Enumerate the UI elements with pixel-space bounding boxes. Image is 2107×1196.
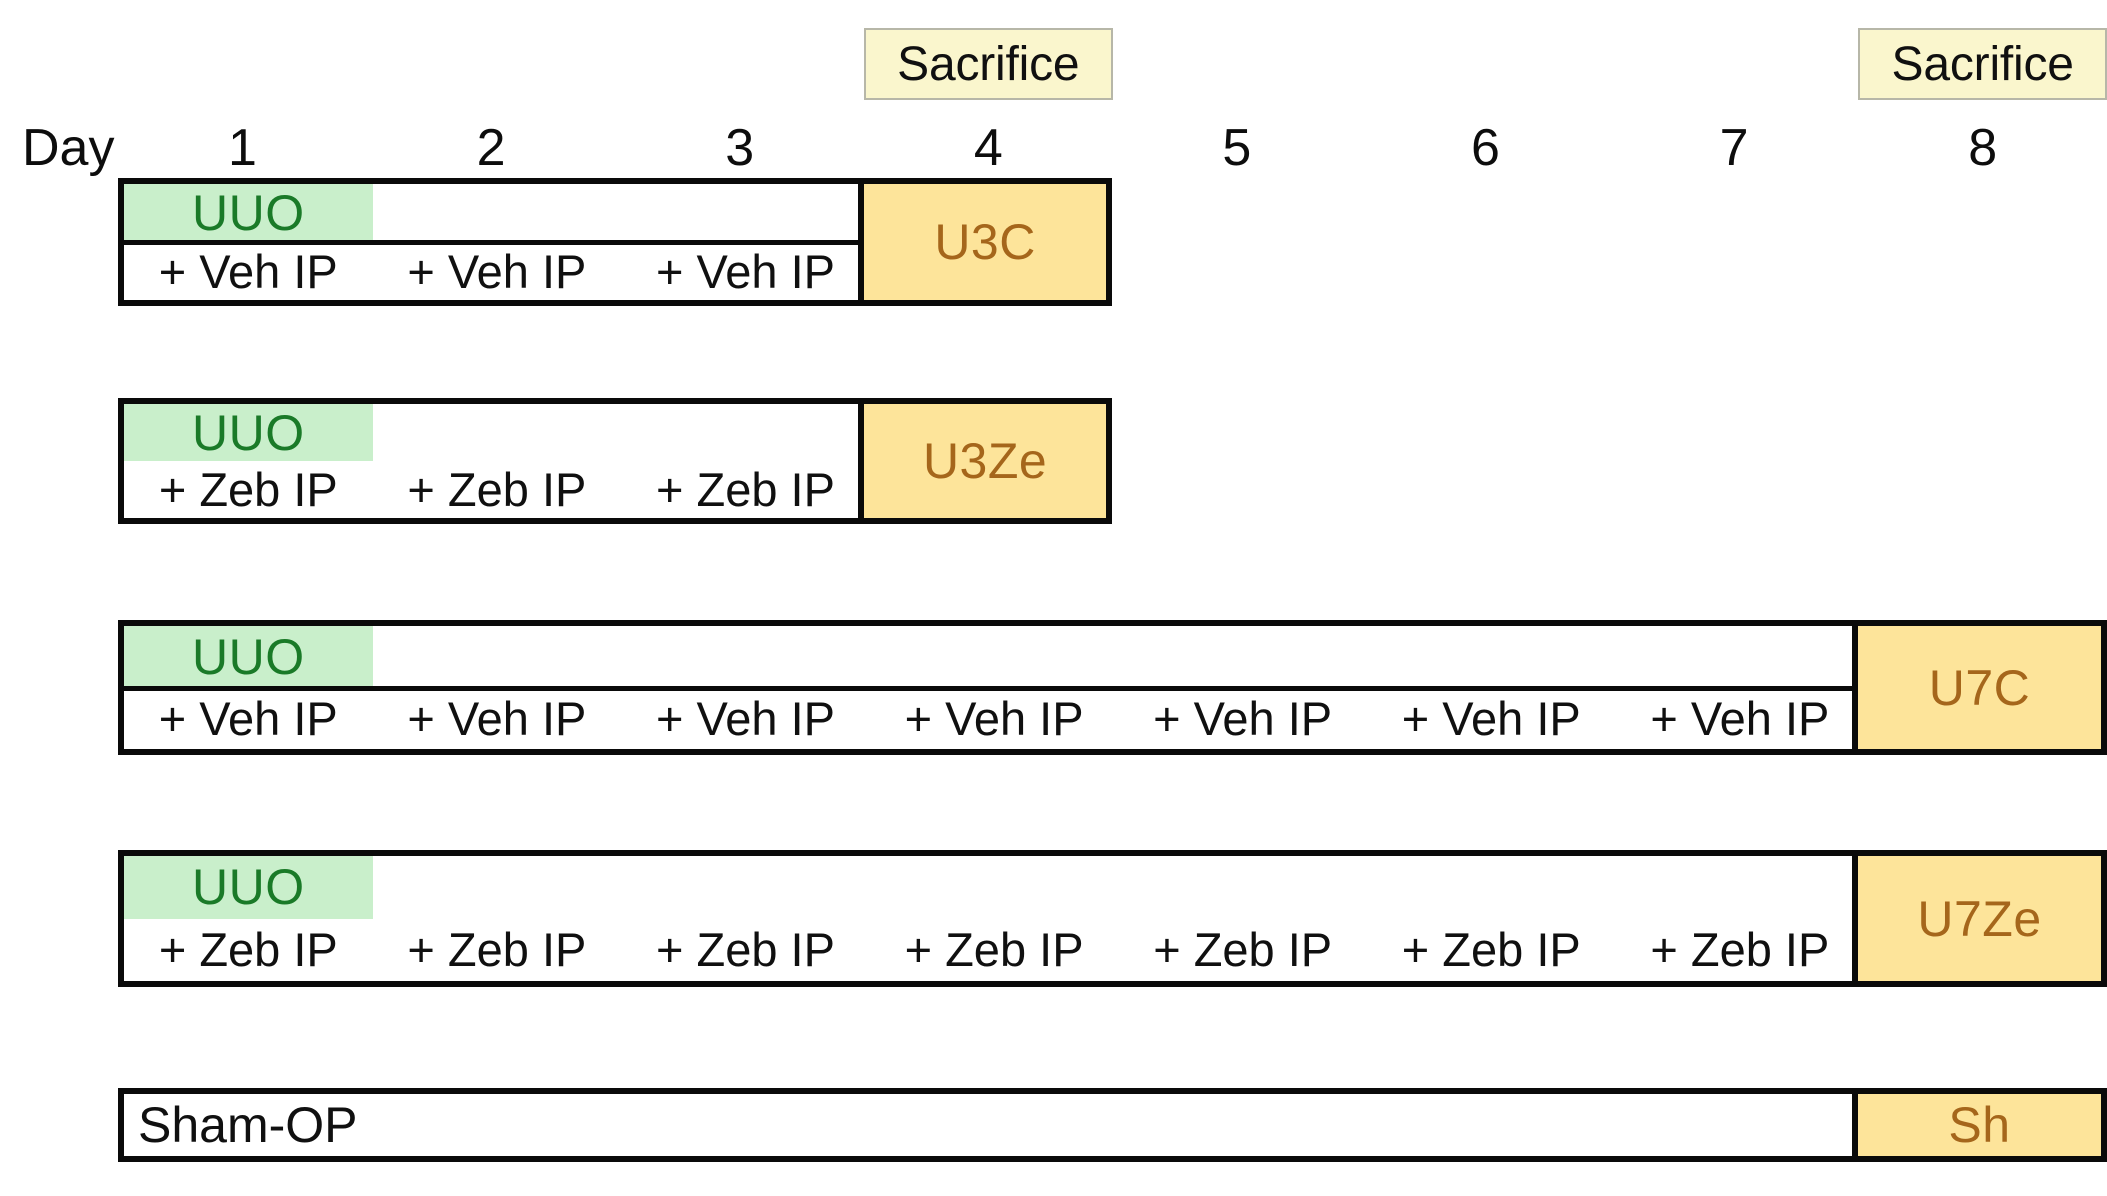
day-tick-2: 2 bbox=[476, 119, 506, 177]
endpoint-block-sham: Sh bbox=[1852, 1094, 2101, 1156]
group-row-sham: Sham-OP Sh bbox=[118, 1088, 2107, 1162]
day-tick-6: 6 bbox=[1471, 119, 1500, 177]
injection-cell-u3ze-day1: + Zeb IP bbox=[158, 463, 338, 516]
injection-cell-u3c-day1: + Veh IP bbox=[158, 244, 338, 298]
day-tick-5: 5 bbox=[1222, 119, 1252, 177]
endpoint-block-u3c: U3C bbox=[857, 184, 1107, 300]
injection-band-u3ze: + Zeb IP + Zeb IP + Zeb IP bbox=[124, 461, 858, 518]
treatment-field-u7c: UUO+ Veh IP+ Veh IP+ Veh IP+ Veh IP+ Veh… bbox=[124, 626, 1853, 750]
injection-band-u3c: + Veh IP + Veh IP + Veh IP bbox=[124, 242, 858, 300]
injection-cell-u7ze-day5: + Zeb IP bbox=[1153, 923, 1333, 977]
surgery-cell-u7ze: UUO bbox=[124, 856, 373, 919]
surgery-band-u3ze: UUO bbox=[124, 404, 858, 461]
injection-cell-u7ze-day2: + Zeb IP bbox=[407, 923, 587, 977]
day-tick-4: 4 bbox=[973, 119, 1003, 177]
injection-cell-u7ze-day1: + Zeb IP bbox=[158, 923, 338, 977]
row-divider-u3c bbox=[124, 240, 858, 245]
surgery-band-u3c: UUO bbox=[124, 184, 858, 242]
treatment-field-u7ze: UUO+ Zeb IP+ Zeb IP+ Zeb IP+ Zeb IP+ Zeb… bbox=[124, 856, 1852, 981]
surgery-cell-u7c: UUO bbox=[124, 626, 373, 688]
axis-title: Day bbox=[22, 119, 115, 177]
injection-band-u7ze: + Zeb IP + Zeb IP + Zeb IP + Zeb IP + Zeb IP… bbox=[124, 919, 1852, 982]
injection-cell-u3ze-day2: + Zeb IP bbox=[407, 463, 587, 516]
injection-cell-u7c-day4: + Veh IP bbox=[904, 691, 1084, 745]
treatment-field-u3c: UUO+ Veh IP+ Veh IP+ Veh IP bbox=[124, 184, 858, 300]
injection-band-u7c: + Veh IP + Veh IP + Veh IP + Veh IP + Veh IP… bbox=[124, 688, 1852, 750]
surgery-cell-u3c: UUO bbox=[124, 184, 373, 242]
injection-cell-u7c-day3: + Veh IP bbox=[655, 691, 835, 745]
row-divider-u7c bbox=[124, 685, 1853, 691]
day-tick-1: 1 bbox=[228, 119, 257, 177]
injection-cell-u7ze-day3: + Zeb IP bbox=[656, 923, 835, 977]
injection-cell-u7c-day2: + Veh IP bbox=[407, 691, 587, 745]
surgery-band-u7ze: UUO bbox=[124, 856, 1852, 919]
injection-cell-u7ze-day6: + Zeb IP bbox=[1401, 923, 1581, 977]
injection-cell-u3c-day2: + Veh IP bbox=[407, 244, 587, 298]
day-tick-8: 8 bbox=[1968, 119, 1998, 177]
injection-cell-u7c-day6: + Veh IP bbox=[1401, 691, 1581, 745]
injection-cell-u7c-day7: + Veh IP bbox=[1650, 691, 1830, 745]
endpoint-block-u3ze: U3Ze bbox=[857, 404, 1107, 518]
group-row-u7c: UUO+ Veh IP+ Veh IP+ Veh IP+ Veh IP+ Veh… bbox=[118, 620, 2107, 755]
day-tick-3: 3 bbox=[725, 119, 755, 177]
injection-cell-u3c-day3: + Veh IP bbox=[655, 244, 835, 298]
group-row-u7ze: UUO+ Zeb IP+ Zeb IP+ Zeb IP+ Zeb IP+ Zeb… bbox=[118, 850, 2107, 987]
sham-label: Sham-OP bbox=[138, 1097, 358, 1153]
surgery-band-u7c: UUO bbox=[124, 626, 1852, 688]
endpoint-block-u7ze: U7Ze bbox=[1852, 856, 2101, 981]
day-tick-7: 7 bbox=[1719, 119, 1749, 177]
injection-cell-u7ze-day7: + Zeb IP bbox=[1650, 923, 1830, 977]
sacrifice-label-day-4: Sacrifice bbox=[863, 28, 1113, 100]
injection-cell-u7ze-day4: + Zeb IP bbox=[904, 923, 1084, 977]
injection-cell-u7c-day5: + Veh IP bbox=[1153, 691, 1333, 745]
sacrifice-label-day-8: Sacrifice bbox=[1858, 28, 2107, 100]
treatment-field-u3ze: UUO+ Zeb IP+ Zeb IP+ Zeb IP bbox=[124, 404, 858, 518]
injection-cell-u3ze-day3: + Zeb IP bbox=[656, 463, 835, 516]
endpoint-block-u7c: U7C bbox=[1852, 626, 2101, 749]
injection-cell-u7c-day1: + Veh IP bbox=[158, 691, 338, 745]
surgery-cell-u3ze: UUO bbox=[124, 404, 373, 461]
